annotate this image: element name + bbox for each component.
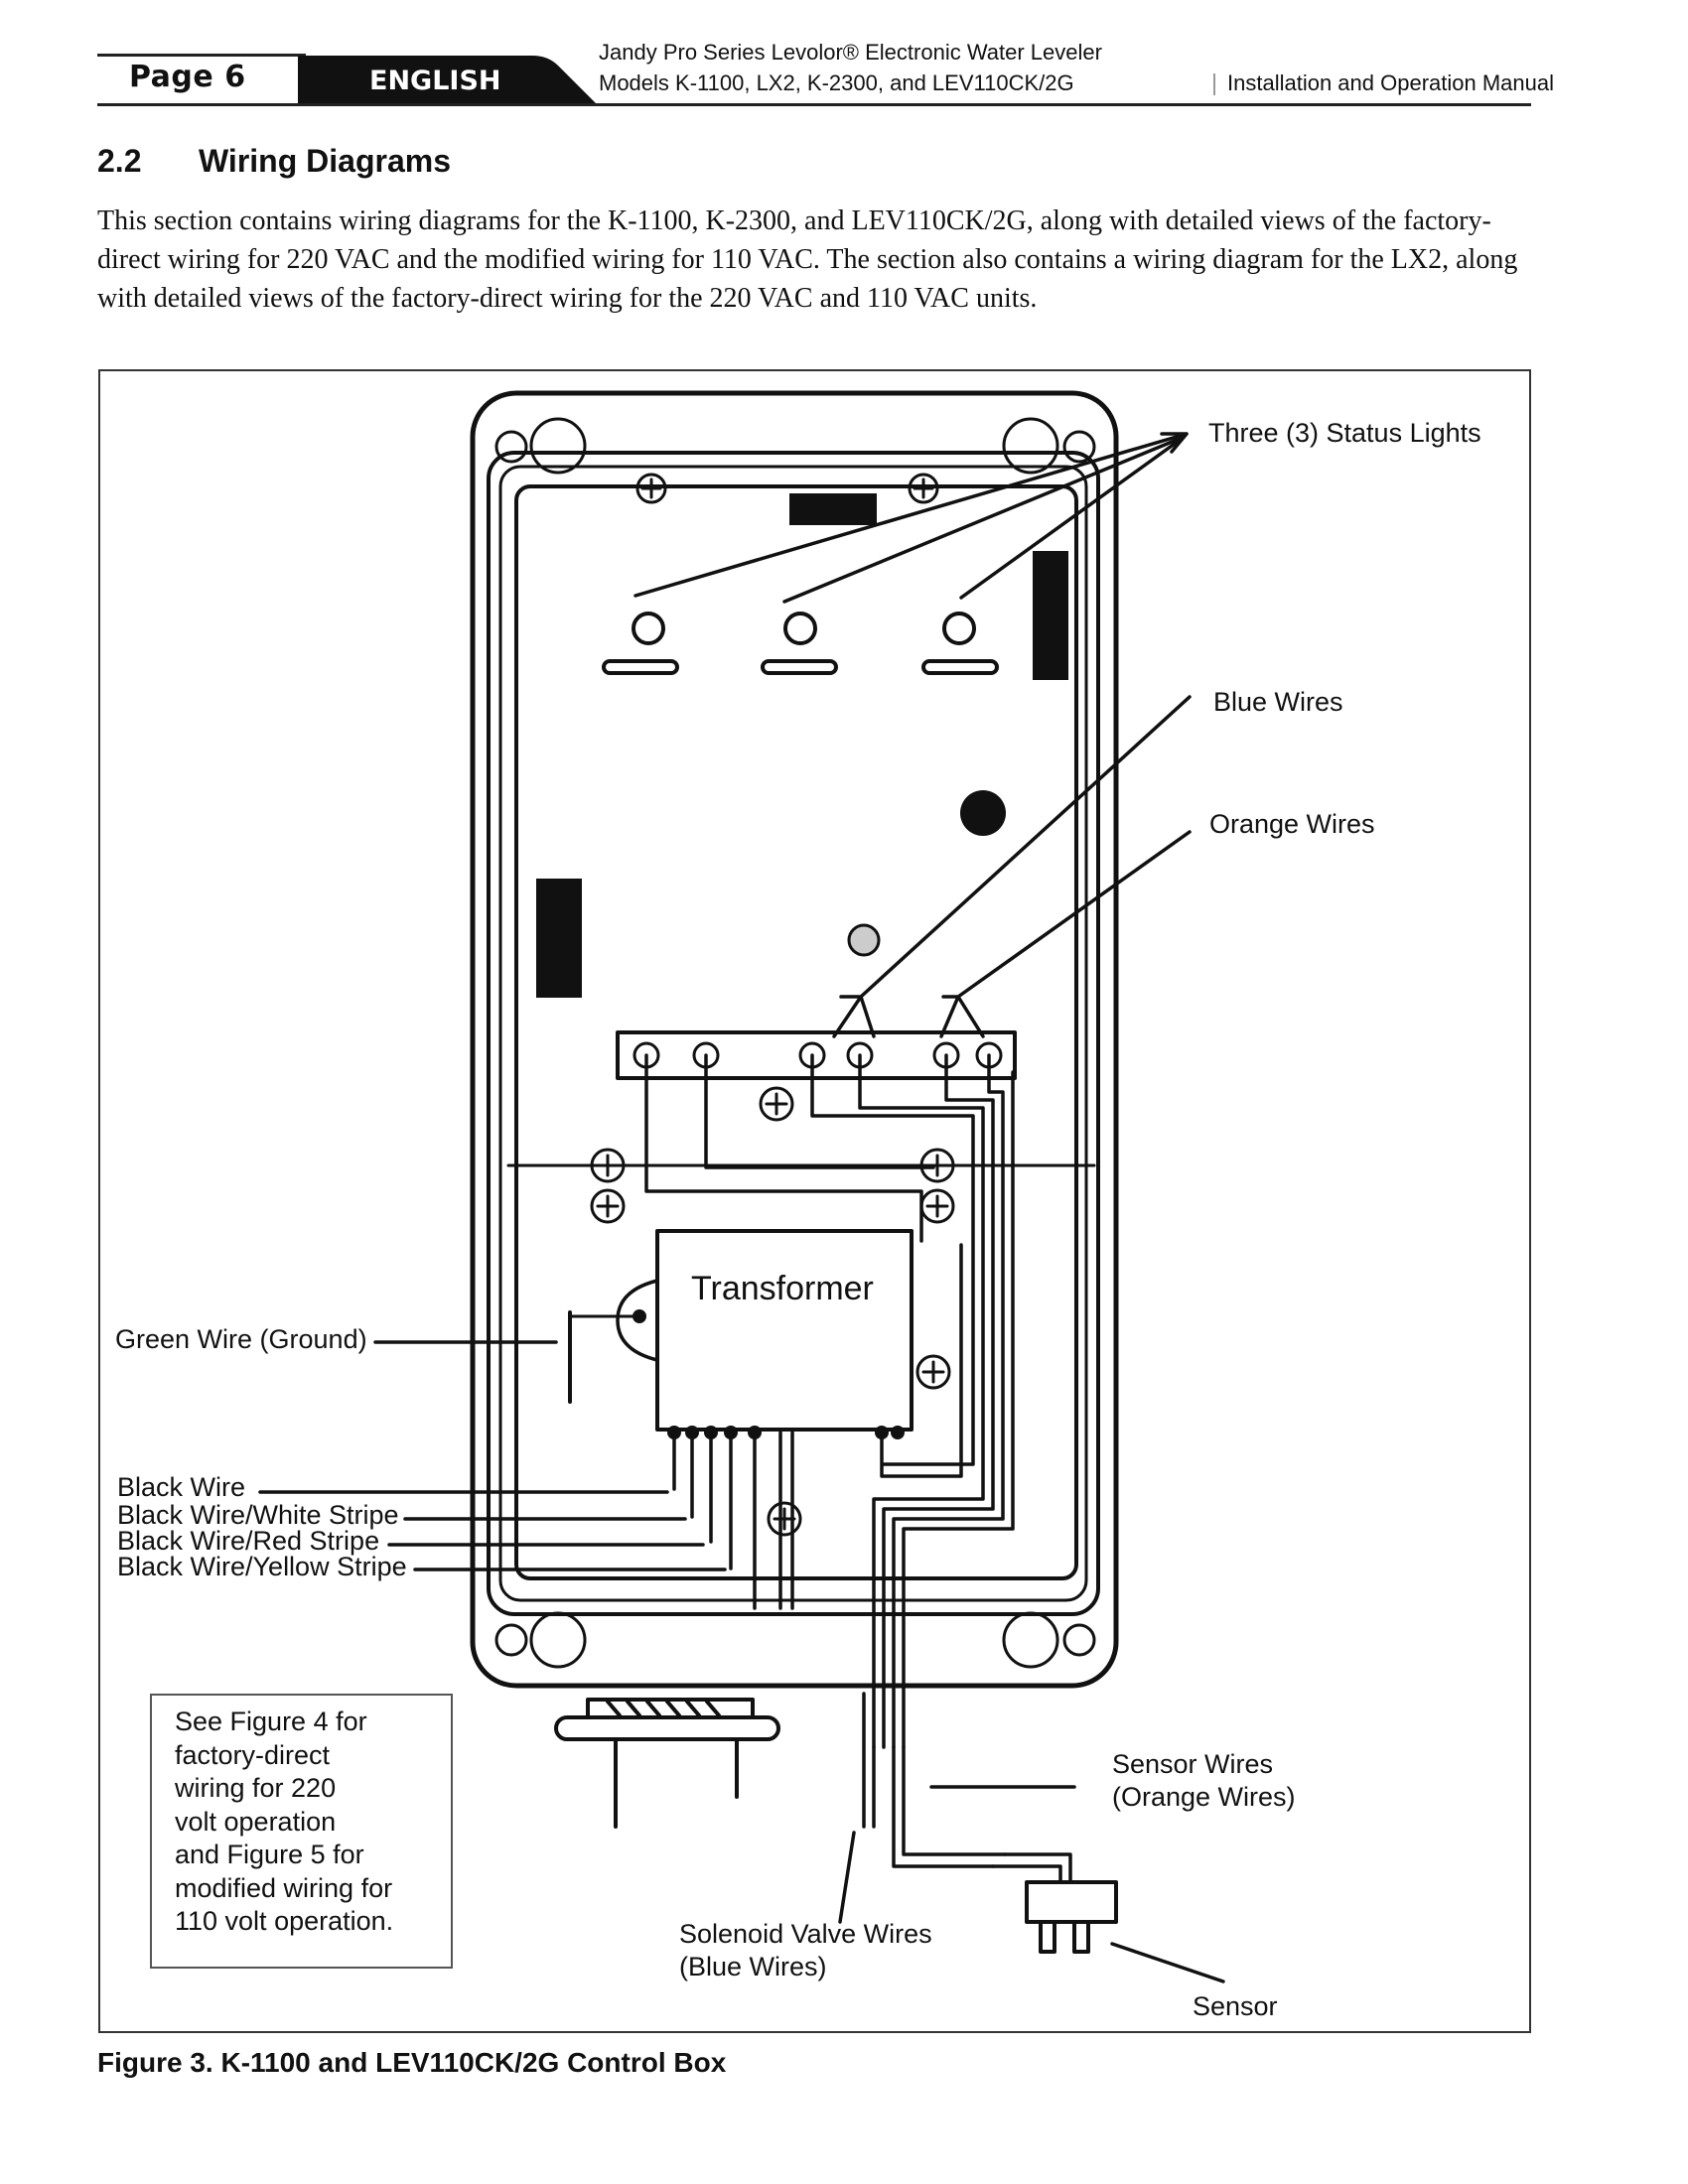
mounting-holes [494,417,1096,1669]
sensor-leader [1110,1942,1225,1983]
component-dot [960,790,1006,836]
label-sensor-wires: Sensor Wires [1112,1749,1274,1779]
section-number: 2.2 [97,143,142,179]
label-black-wire: Black Wire [117,1472,246,1502]
orange-wires-leader [939,830,1192,1038]
header-rule [97,103,1531,106]
section-intro: This section contains wiring diagrams fo… [97,205,1518,314]
language-tab-shape [298,56,596,103]
solenoid-leader [838,1831,856,1924]
terminal-wires [644,1053,1015,1749]
sensor-icon [1025,1880,1118,1954]
component-led [847,923,881,957]
figure-frame [98,369,1531,2033]
label-transformer: Transformer [691,1270,874,1307]
component-block-right [1033,551,1068,680]
label-black-red-stripe: Black Wire/Red Stripe [117,1526,380,1556]
circuit-board [514,484,1078,1580]
enclosure-outer [470,390,1119,1689]
blue-wires-leader [832,695,1192,1038]
label-sensor: Sensor [1193,1991,1278,2021]
status-light-icons [602,612,999,675]
component-block-left [536,879,582,998]
transformer-leads [672,1243,963,1610]
label-black-yellow-stripe: Black Wire/Yellow Stripe [117,1552,407,1581]
enclosure-inner [487,451,1100,1616]
transformer-ground-lug [616,1279,659,1362]
page-number: Page 6 [129,60,246,94]
header-separator [1213,73,1215,95]
terminal-strip [616,1030,1017,1080]
header-top-rule [97,54,306,57]
section-title: Wiring Diagrams [199,143,451,179]
label-status-lights: Three (3) Status Lights [1208,418,1481,448]
screw-icons [590,473,955,1537]
component-block-top [789,493,877,525]
bottom-fitting [554,1698,780,1829]
figure-caption: Figure 3. K-1100 and LEV110CK/2G Control… [97,2047,727,2078]
doc-title-line1: Jandy Pro Series Levolor® Electronic Wat… [599,40,1102,65]
label-orange-wires: Orange Wires [1209,809,1375,839]
note-box [150,1694,453,1969]
label-green-wire: Green Wire (Ground) [115,1324,367,1354]
label-solenoid-wires-sub: (Blue Wires) [679,1952,827,1981]
status-lights-leaders [633,432,1189,604]
language-tab: ENGLISH [369,66,501,96]
label-sensor-wires-sub: (Orange Wires) [1112,1782,1296,1812]
note-text: See Figure 4 for factory-direct wiring f… [175,1706,394,1936]
sensor-wires [862,1692,1076,1884]
manual-label: Installation and Operation Manual [1227,70,1554,95]
doc-title-line2: Models K-1100, LX2, K-2300, and LEV110CK… [599,70,1074,95]
label-solenoid-wires: Solenoid Valve Wires [679,1919,932,1949]
transformer [655,1229,914,1432]
label-blue-wires: Blue Wires [1213,687,1343,717]
label-black-white-stripe: Black Wire/White Stripe [117,1500,399,1530]
left-leaders [258,1340,727,1571]
